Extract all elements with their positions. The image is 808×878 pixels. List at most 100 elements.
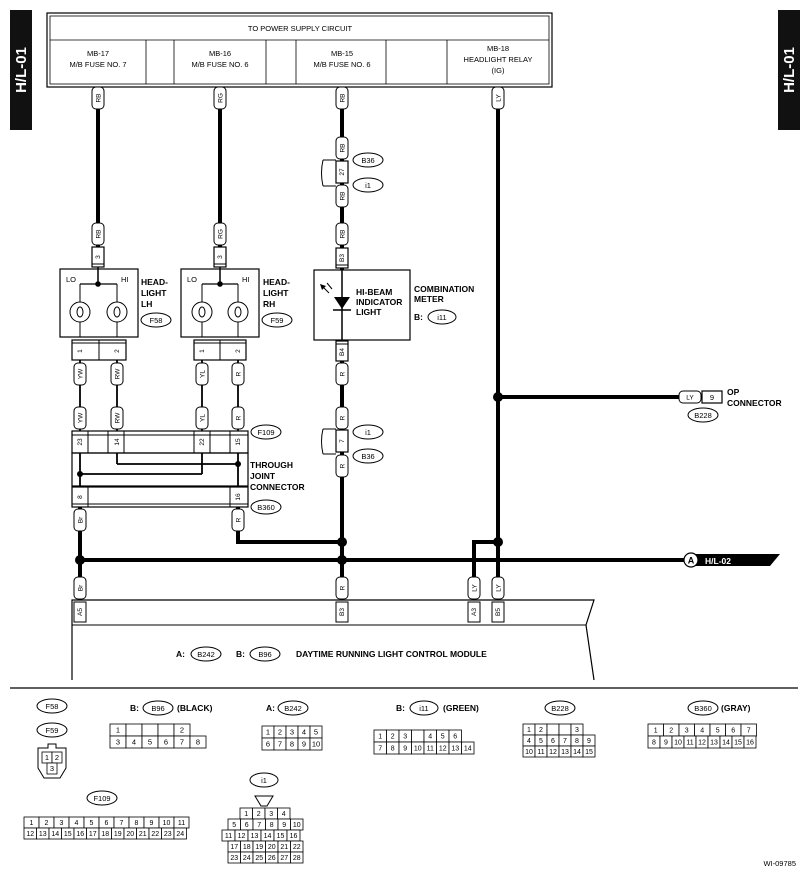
lh-lo-label: LO	[66, 275, 76, 284]
legend-pin-label: 5	[148, 738, 152, 747]
diagram-code: WI-09785	[763, 859, 796, 868]
hibeam-label-2: INDICATOR	[356, 297, 402, 307]
legend-pin-label: 27	[280, 855, 288, 862]
legend-cell	[157, 723, 175, 737]
wire-rb-label: RB	[96, 93, 103, 102]
legend-pin-label: 2	[257, 811, 261, 818]
side-tab-left-label: H/L-01	[13, 47, 30, 93]
fuse-mb15-name: M/B FUSE NO. 6	[313, 60, 370, 69]
legend-pin-label: 1	[654, 728, 658, 735]
legend-pin-label: 3	[685, 728, 689, 735]
legend-pin-label: 13	[39, 831, 47, 838]
wire-ly-label: LY	[496, 94, 503, 102]
hl02-ref-circle	[683, 552, 699, 568]
module-b-prefix: B:	[236, 649, 245, 659]
legend-pin-label: 3	[269, 811, 273, 818]
legend-cell	[309, 737, 323, 751]
legend-pin-label: 2	[55, 753, 59, 762]
legend-pin-label: 24	[176, 831, 184, 838]
legend-b242-prefix: A:	[266, 703, 275, 713]
conn-i11-ref: i11	[437, 313, 446, 322]
wire-yw-label: YW	[78, 412, 85, 423]
fuse-mb16-id: MB-16	[209, 49, 231, 58]
wire-labels: RB RG RB LY RB RG RB RB RB YW RW YL R YW…	[73, 86, 702, 600]
b360-pin-16: 16	[235, 493, 242, 501]
legend-pin-label: 12	[549, 749, 557, 756]
side-tab-right	[778, 10, 800, 130]
power-title: TO POWER SUPPLY CIRCUIT	[248, 24, 353, 33]
lh-pin-1: 1	[77, 349, 84, 353]
pin-b3: B3	[339, 608, 346, 616]
legend-pin-label: 13	[561, 749, 569, 756]
legend-pin-label: 15	[734, 740, 742, 747]
legend-pin-label: 22	[293, 844, 301, 851]
legend-pin-label: 8	[652, 740, 656, 747]
legend-pin-label: 1	[266, 728, 270, 737]
legend-pin-label: 4	[302, 728, 306, 737]
legend-pin-label: 5	[90, 820, 94, 827]
legend-pin-label: 11	[537, 749, 544, 756]
legend-cell	[411, 729, 425, 743]
legend-cell	[189, 735, 207, 749]
legend-pin-label: 1	[527, 727, 531, 734]
module-b96-ref: B96	[258, 650, 271, 659]
wire-yl-label: YL	[200, 370, 207, 378]
legend-cell	[558, 723, 572, 736]
hibeam-label-3: LIGHT	[356, 307, 382, 317]
legend-pin-label: 14	[464, 746, 472, 753]
legend-cell	[141, 723, 159, 737]
wire-br-label: Br	[78, 584, 85, 591]
pin-a3: A3	[471, 608, 478, 616]
legend-i1: i1	[261, 776, 267, 785]
thin-wires	[79, 340, 239, 487]
side-tab-left	[10, 10, 32, 130]
op-pin-9: 9	[710, 393, 714, 402]
legend-pin-label: 19	[114, 831, 122, 838]
legend-pin-label: 2	[669, 728, 673, 735]
legend-pin-label: 10	[312, 740, 320, 749]
legend-pin-label: 20	[126, 831, 134, 838]
wire-r-label: R	[340, 463, 347, 468]
legend-b360: B360	[694, 704, 712, 713]
rh-pin-1: 1	[199, 349, 206, 353]
legend-pin-label: 6	[105, 820, 109, 827]
side-tab-right-label: H/L-01	[781, 47, 798, 93]
legend-cell	[46, 762, 58, 775]
legend-pin-label: 26	[268, 855, 276, 862]
wire-rb-label: RB	[340, 143, 347, 152]
legend-pin-label: 16	[746, 740, 754, 747]
legend-pin-label: 5	[232, 822, 236, 829]
wire-rb-label: RB	[340, 93, 347, 102]
legend-pin-label: 1	[30, 820, 34, 827]
power-supply-box: TO POWER SUPPLY CIRCUIT MB-17 M/B FUSE N…	[46, 12, 553, 88]
legend-pin-label: 14	[51, 831, 59, 838]
hibeam-label-1: HI-BEAM	[356, 287, 392, 297]
f109-pin-22: 22	[199, 438, 206, 446]
wire-yw-label: YW	[78, 368, 85, 379]
legend-pin-label: 15	[64, 831, 72, 838]
pin-7: 7	[339, 439, 346, 443]
rh-pin-2: 2	[235, 349, 242, 353]
legend-i11-color: (GREEN)	[443, 703, 479, 713]
legend-i11-prefix: B:	[396, 703, 405, 713]
legend-pin-label: 1	[378, 734, 382, 741]
tjc-label-3: CONNECTOR	[250, 482, 305, 492]
legend-pin-label: 1	[244, 811, 248, 818]
legend-b228: B228	[551, 704, 569, 713]
conn-b36-ref: B36	[361, 452, 374, 461]
legend-pin-label: 11	[178, 820, 185, 827]
lh-hi-label: HI	[121, 275, 129, 284]
legend-pin-label: 23	[230, 855, 238, 862]
lh-pin-2: 2	[114, 349, 121, 353]
combo-meter-b: B:	[414, 312, 423, 322]
legend-pin-label: 12	[698, 740, 706, 747]
fuse-mb16-name: M/B FUSE NO. 6	[191, 60, 248, 69]
legend-pin-label: 7	[747, 728, 751, 735]
combo-meter-label-1: COMBINATION	[414, 284, 474, 294]
hl02-ref-a: A	[688, 556, 695, 566]
legend-pin-label: 2	[180, 726, 184, 735]
tjc-label-2: JOINT	[250, 471, 276, 481]
legend-pin-label: 12	[439, 746, 447, 753]
